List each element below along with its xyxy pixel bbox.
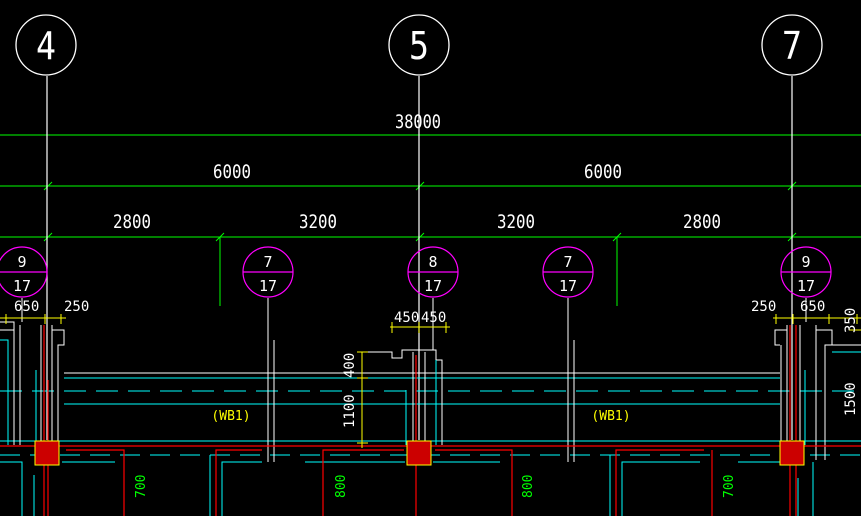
rebar-hook — [435, 449, 513, 516]
grid-axis-bubble-4: 4 — [15, 14, 77, 76]
columns — [34, 440, 805, 466]
wall-line — [221, 461, 262, 516]
detail-mark-bottom: 17 — [259, 277, 277, 295]
dim-subbay-text: 2800 — [113, 211, 151, 233]
detail-mark: 7 17 — [242, 246, 294, 298]
column-outline — [0, 321, 15, 331]
dim-overall-text: 38000 — [395, 111, 441, 133]
local-dim-text: 250 — [64, 299, 89, 315]
dim-tick — [215, 232, 225, 242]
column-outline — [774, 329, 787, 346]
local-dim-text: 450 — [421, 310, 446, 326]
column-outline — [0, 339, 9, 445]
axis-label: 5 — [409, 24, 429, 68]
detail-mark-top: 7 — [563, 253, 572, 271]
column-square — [779, 440, 805, 466]
local-dim-text: 450 — [394, 310, 419, 326]
axis-label: 4 — [36, 24, 56, 68]
detail-mark: 9 17 — [0, 246, 48, 298]
local-dim-texts: 650 250 450 450 250 650 350 400 1100 150… — [14, 299, 859, 428]
wall-lines — [0, 298, 861, 516]
dim-subbay-text: 3200 — [497, 211, 535, 233]
dim-tick — [612, 232, 622, 242]
rebar-hook — [322, 449, 404, 516]
detail-mark: 8 17 — [407, 246, 459, 298]
detail-marks: 9 17 7 17 8 17 7 17 9 17 — [0, 246, 832, 298]
rebar-hook — [66, 449, 125, 516]
detail-mark: 7 17 — [542, 246, 594, 298]
local-dim-text: 1500 — [843, 382, 859, 416]
dim-subbay-text: 3200 — [299, 211, 337, 233]
detail-mark-bottom: 17 — [13, 277, 31, 295]
dim-bay-text: 6000 — [213, 161, 251, 183]
local-dim-text: 350 — [843, 308, 859, 333]
local-dim-text: 1100 — [342, 394, 358, 428]
dim-bay-text: 6000 — [584, 161, 622, 183]
detail-mark-bottom: 17 — [559, 277, 577, 295]
beam-label: (WB1) — [591, 409, 630, 424]
axis-label: 7 — [782, 24, 802, 68]
dimension-ticks — [43, 181, 797, 242]
rebar-length-text: 700 — [722, 475, 737, 498]
dim-tick — [415, 181, 425, 191]
rebar-hook — [215, 449, 262, 516]
grid-axis-bubble-5: 5 — [388, 14, 450, 76]
column-outline — [362, 349, 443, 445]
beam-labels: (WB1) (WB1) — [211, 409, 630, 424]
rebar-length-texts: 700 800 800 700 — [134, 475, 737, 498]
detail-mark-top: 9 — [17, 253, 26, 271]
grid-axis-bubbles: 4 5 7 — [15, 14, 823, 76]
rebar-length-text: 700 — [134, 475, 149, 498]
wall-line — [0, 461, 23, 516]
column-outline — [52, 329, 65, 445]
column-square — [406, 440, 432, 466]
detail-mark: 9 17 — [780, 246, 832, 298]
rebar-length-text: 800 — [334, 475, 349, 498]
column-square — [34, 440, 60, 466]
dimension-lines — [0, 134, 861, 306]
rebar-hook — [615, 449, 704, 516]
axis-bubble-circle — [761, 14, 823, 76]
rebar-length-text: 800 — [521, 475, 536, 498]
axis-bubble-circle — [15, 14, 77, 76]
grid-axis-bubble-7: 7 — [761, 14, 823, 76]
local-dim-text: 250 — [751, 299, 776, 315]
detail-mark-bottom: 17 — [424, 277, 442, 295]
detail-mark-top: 7 — [263, 253, 272, 271]
grid-axis-lines — [46, 76, 793, 440]
detail-mark-top: 8 — [428, 253, 437, 271]
dimension-texts: 38000 6000 6000 2800 3200 3200 2800 — [113, 111, 721, 233]
dim-subbay-text: 2800 — [683, 211, 721, 233]
local-dim-text: 650 — [800, 299, 825, 315]
local-dim-text: 400 — [342, 353, 358, 378]
dim-tick — [43, 181, 53, 191]
beam-label: (WB1) — [211, 409, 250, 424]
detail-mark-top: 9 — [801, 253, 810, 271]
dim-tick — [415, 232, 425, 242]
wall-line — [621, 461, 700, 516]
axis-bubble-circle — [388, 14, 450, 76]
dim-tick — [43, 232, 53, 242]
detail-mark-bottom: 17 — [797, 277, 815, 295]
local-dim-lines — [0, 314, 861, 448]
local-dim-text: 650 — [14, 299, 39, 315]
